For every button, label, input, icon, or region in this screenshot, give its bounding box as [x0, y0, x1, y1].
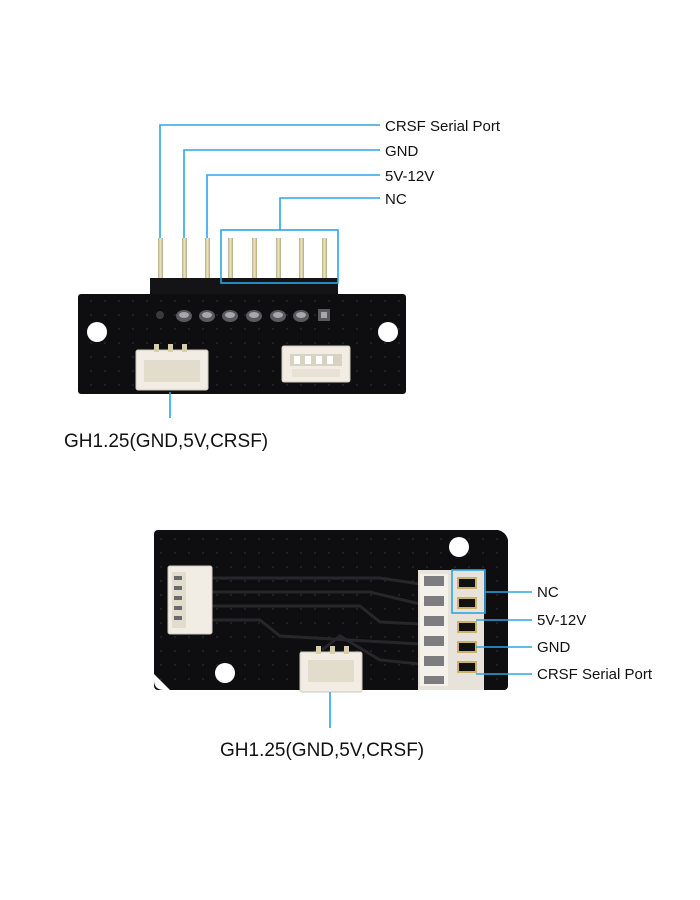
top-gh125-connector: [135, 344, 209, 391]
top-label-nc: NC: [385, 191, 407, 208]
top-jst-connector: [281, 345, 351, 383]
bottom-label-nc: NC: [537, 584, 559, 601]
bottom-label-crsf: CRSF Serial Port: [537, 666, 653, 683]
bottom-gh125-connector: [299, 646, 363, 693]
bottom-mount-hole-bottom: [215, 663, 235, 683]
bottom-connector-label: GH1.25(GND,5V,CRSF): [220, 740, 424, 761]
top-label-crsf: CRSF Serial Port: [385, 118, 501, 135]
top-mount-hole-left: [87, 322, 107, 342]
bottom-board: [154, 530, 532, 728]
top-header-pins: [158, 238, 327, 282]
top-board: [78, 124, 406, 418]
top-mount-hole-right: [378, 322, 398, 342]
top-label-5v-12v: 5V-12V: [385, 168, 434, 185]
top-solder-joints: [156, 309, 330, 322]
bottom-side-connector: [167, 565, 213, 635]
top-callout-lines: [159, 124, 380, 418]
bottom-traces: [210, 576, 421, 666]
bottom-pad-header: [418, 570, 484, 690]
bottom-mount-hole-top: [449, 537, 469, 557]
bottom-label-gnd: GND: [537, 639, 571, 656]
top-label-gnd: GND: [385, 143, 419, 160]
bottom-label-5v-12v: 5V-12V: [537, 612, 586, 629]
top-connector-label: GH1.25(GND,5V,CRSF): [64, 431, 268, 452]
bottom-callout-lines: [329, 569, 532, 728]
